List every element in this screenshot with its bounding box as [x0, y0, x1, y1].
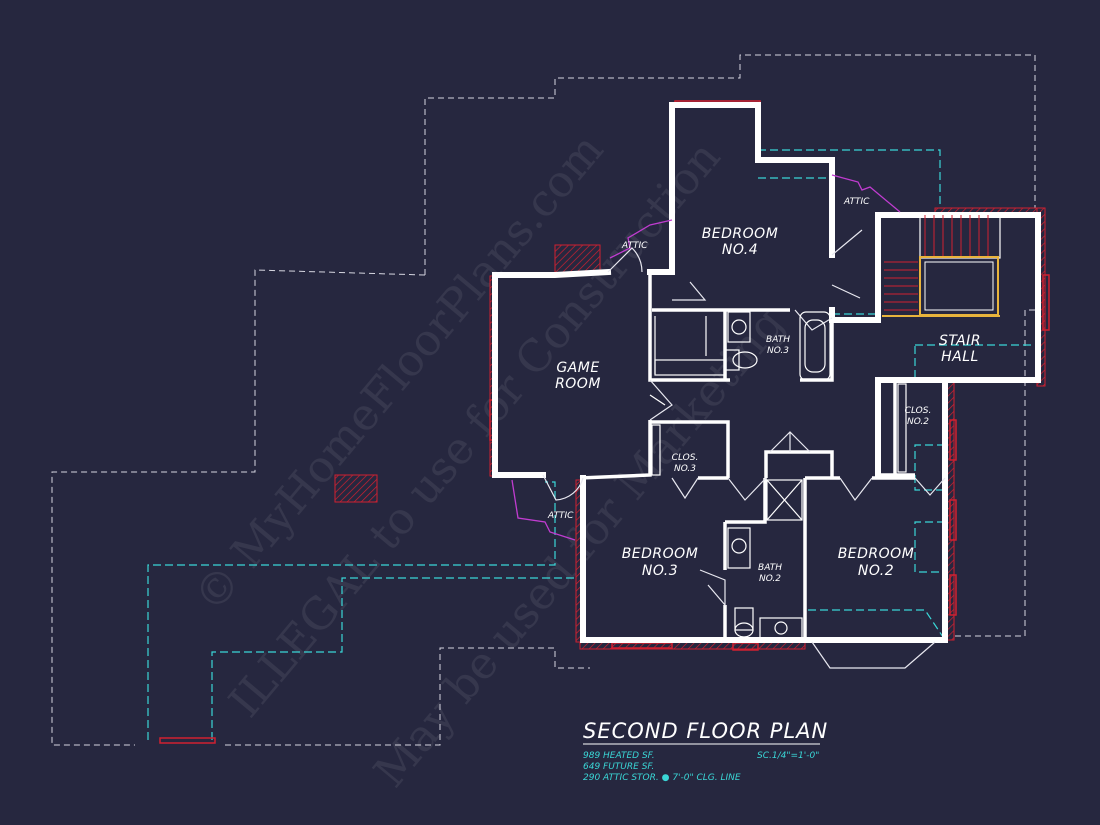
bedroom-4-label-line2: NO.4	[722, 242, 758, 258]
ceiling-lines	[147, 149, 1035, 740]
attic-label-1: ATTIC	[621, 241, 648, 251]
heated-sf: 989 HEATED SF.	[583, 751, 655, 761]
attic-label-2: ATTIC	[843, 197, 870, 207]
bedroom-2-label-line2: NO.2	[858, 563, 894, 579]
closet-3-label-line2: NO.3	[674, 464, 696, 474]
bath-2-label-line1: BATH	[758, 563, 782, 573]
room-labels: BEDROOM NO.4 GAME ROOM BATH NO.3 STAIR H…	[547, 197, 981, 584]
title-block: SECOND FLOOR PLAN SC.1/4"=1'-0" 989 HEAT…	[583, 719, 828, 783]
bedroom-3-label-line2: NO.3	[642, 563, 678, 579]
closet-2-label-line1: CLOS.	[905, 406, 932, 416]
closet-2-label-line2: NO.2	[907, 417, 929, 427]
stair	[882, 212, 1001, 317]
stair-hall-label-line1: STAIR	[939, 333, 981, 349]
break-lines	[511, 174, 901, 541]
attic-storage-sf: 290 ATTIC STOR. ● 7'-0" CLG. LINE	[583, 773, 741, 783]
bedroom-2-label-line1: BEDROOM	[838, 546, 915, 562]
future-sf: 649 FUTURE SF.	[583, 762, 654, 772]
game-room-label-line2: ROOM	[555, 376, 601, 392]
doors-and-fixtures	[542, 229, 946, 669]
bedroom-4-label-line1: BEDROOM	[702, 226, 779, 242]
stair-hall-label-line2: HALL	[941, 349, 979, 365]
roof-outline	[51, 54, 1046, 746]
bath-2-label-line2: NO.2	[759, 574, 781, 584]
plan-title: SECOND FLOOR PLAN	[583, 719, 828, 743]
bath-3-label-line1: BATH	[766, 335, 790, 345]
bedroom-3-label-line1: BEDROOM	[622, 546, 699, 562]
game-room-label-line1: GAME	[556, 360, 599, 376]
plan-scale: SC.1/4"=1'-0"	[757, 751, 819, 761]
bath-3-label-line2: NO.3	[767, 346, 789, 356]
closet-3-label-line1: CLOS.	[672, 453, 699, 463]
attic-label-3: ATTIC	[547, 511, 574, 521]
